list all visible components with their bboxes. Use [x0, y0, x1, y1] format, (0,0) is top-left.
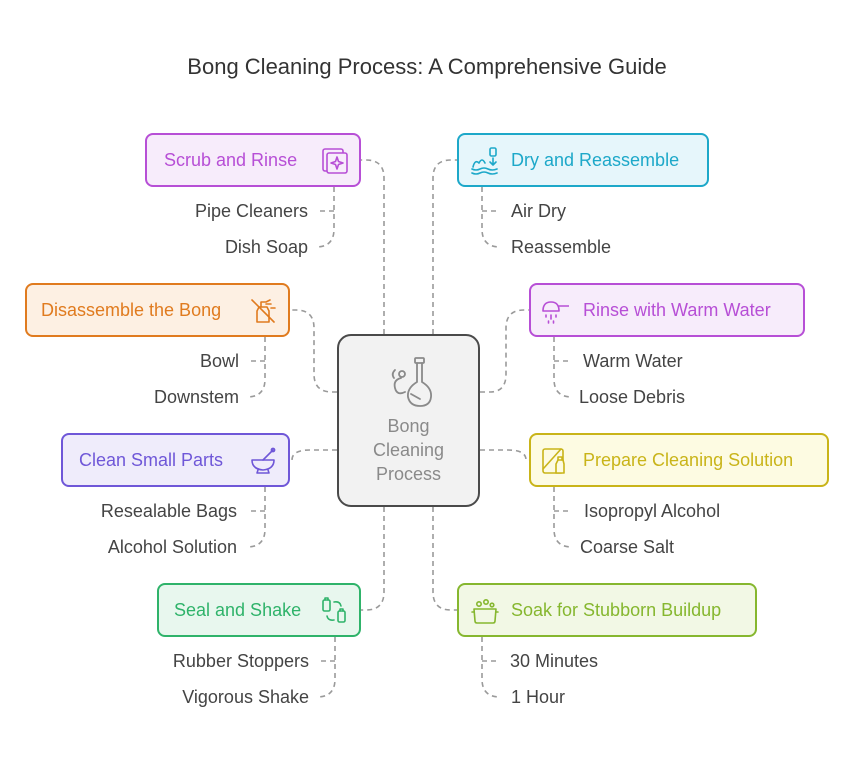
sub-item: Reassemble	[511, 237, 612, 257]
sub-item: Air Dry	[511, 201, 566, 221]
sub-item: Isopropyl Alcohol	[584, 501, 721, 521]
sub-item: 30 Minutes	[510, 651, 599, 671]
center-label-line: Cleaning	[372, 440, 445, 460]
connector-seal-shake	[360, 507, 385, 611]
no-spray-icon	[251, 299, 276, 323]
sub-item: Warm Water	[583, 351, 683, 371]
mortar-icon	[251, 447, 276, 474]
bottle-icon	[542, 448, 565, 474]
sub-item: Bowl	[199, 351, 239, 371]
connector-scrub	[360, 159, 385, 334]
center-label-line: Process	[375, 464, 442, 484]
step-label: Dry and Reassemble	[511, 150, 680, 170]
sub-item: Pipe Cleaners	[194, 201, 308, 221]
shower-icon	[542, 301, 569, 324]
step-soak-for-stubborn-buildup: Soak for Stubborn Buildup	[457, 583, 757, 637]
step-label: Soak for Stubborn Buildup	[511, 600, 722, 620]
sub-item: Downstem	[153, 387, 239, 407]
connector-disassemble	[290, 309, 337, 393]
center-node: Bong Cleaning Process	[337, 334, 480, 507]
sub-item: Resealable Bags	[100, 501, 237, 521]
sub-item: Rubber Stoppers	[172, 651, 309, 671]
step-scrub-and-rinse: Scrub and Rinse	[145, 133, 361, 187]
sub-item: Alcohol Solution	[107, 537, 237, 557]
pot-icon	[471, 598, 499, 624]
sparkle-card-icon	[322, 148, 348, 174]
sub-item: 1 Hour	[511, 687, 566, 707]
step-label: Clean Small Parts	[79, 450, 224, 470]
connector-clean-small	[290, 449, 337, 461]
center-label: Bong Cleaning Process	[339, 414, 478, 486]
dry-icon	[471, 147, 498, 175]
connector-rinse-warm	[480, 309, 529, 393]
step-disassemble-the-bong: Disassemble the Bong	[25, 283, 290, 337]
connector-dry	[432, 159, 457, 334]
step-label: Prepare Cleaning Solution	[583, 450, 794, 470]
step-dry-and-reassemble: Dry and Reassemble	[457, 133, 709, 187]
connector-soak	[432, 507, 457, 611]
diagram-title: Bong Cleaning Process: A Comprehensive G…	[187, 54, 667, 79]
step-seal-and-shake: Seal and Shake	[157, 583, 361, 637]
step-label: Scrub and Rinse	[164, 150, 298, 170]
sub-item: Coarse Salt	[580, 537, 675, 557]
step-label: Seal and Shake	[174, 600, 302, 620]
step-rinse-with-warm-water: Rinse with Warm Water	[529, 283, 805, 337]
step-clean-small-parts: Clean Small Parts	[61, 433, 290, 487]
sub-item: Dish Soap	[224, 237, 308, 257]
sub-item: Loose Debris	[579, 387, 686, 407]
step-prepare-cleaning-solution: Prepare Cleaning Solution	[529, 433, 829, 487]
bong-icon	[391, 357, 432, 407]
connector-prepare	[480, 449, 529, 461]
step-label: Rinse with Warm Water	[583, 300, 771, 320]
sub-item: Vigorous Shake	[182, 687, 309, 707]
center-label-line: Bong	[387, 416, 430, 436]
shake-cycle-icon	[322, 597, 346, 623]
step-label: Disassemble the Bong	[41, 300, 222, 320]
